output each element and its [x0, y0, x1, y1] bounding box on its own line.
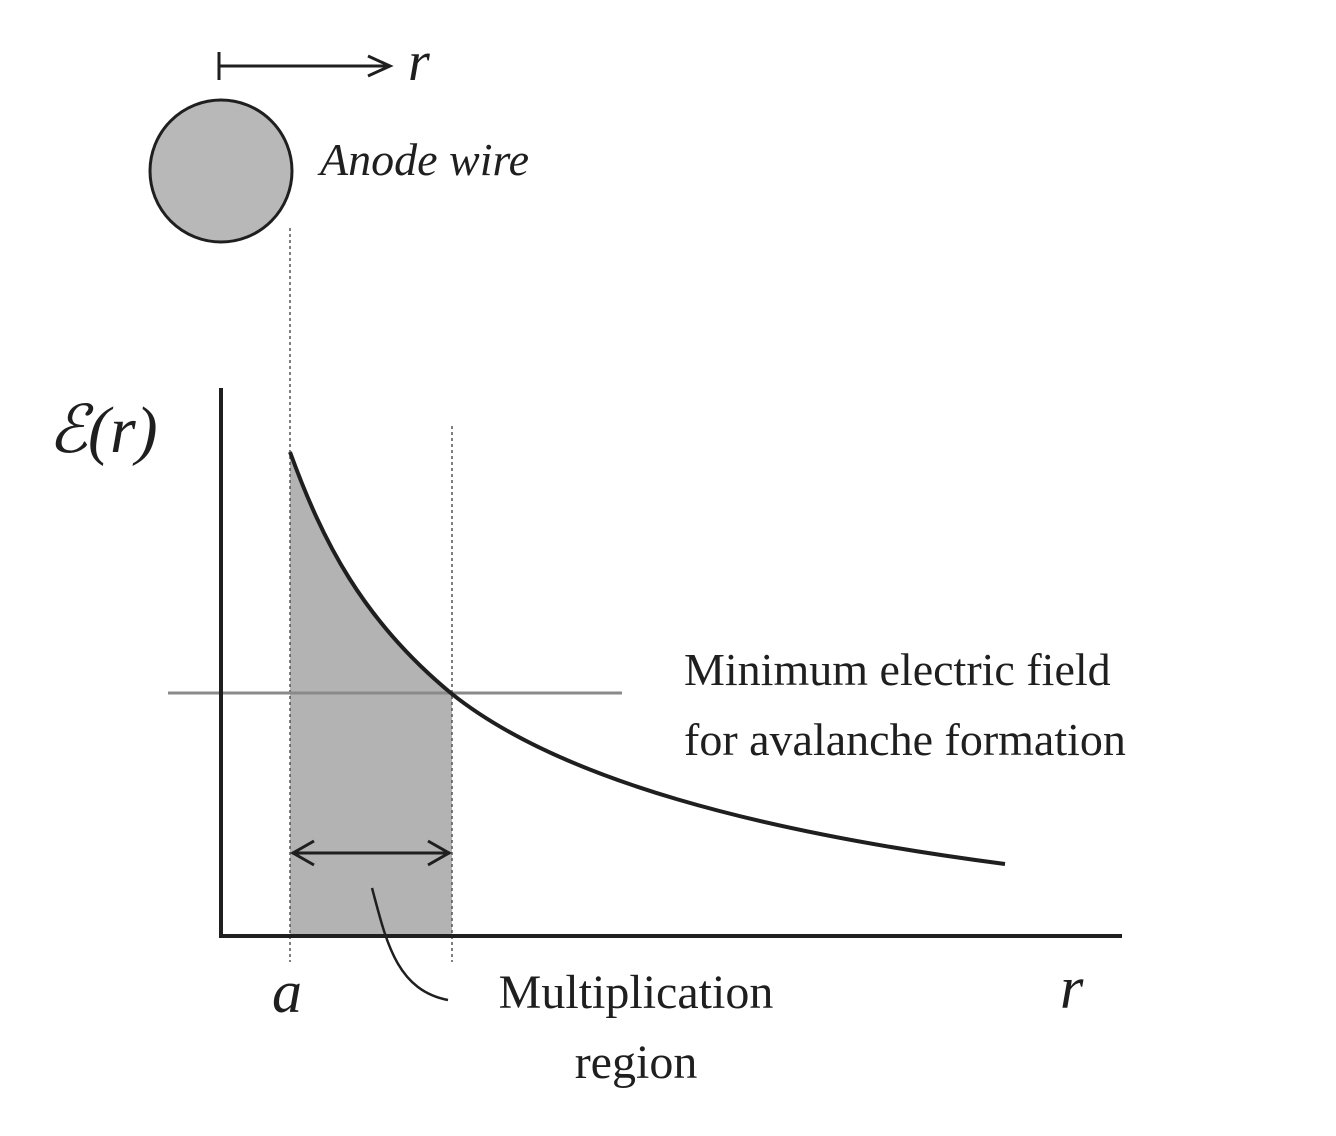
threshold-label-line-2: for avalanche formation	[684, 714, 1126, 765]
field-curve	[288, 451, 1006, 866]
x-axis-label: r	[1060, 955, 1084, 1021]
anode-wire-label: Anode wire	[317, 134, 529, 185]
radius-arrow-label: r	[408, 31, 430, 93]
radius-arrow	[217, 52, 394, 80]
wire-radius-tick-label: a	[272, 959, 302, 1025]
region-label-line-2: region	[575, 1036, 698, 1089]
multiplication-width-arrow	[289, 839, 453, 867]
threshold-label-line-1: Minimum electric field	[684, 644, 1111, 695]
region-label-line-1: Multiplication	[499, 966, 774, 1019]
anode-wire	[148, 98, 294, 244]
y-axis-label: ℰ(r)	[48, 394, 158, 467]
region-label-leader	[370, 887, 449, 1002]
